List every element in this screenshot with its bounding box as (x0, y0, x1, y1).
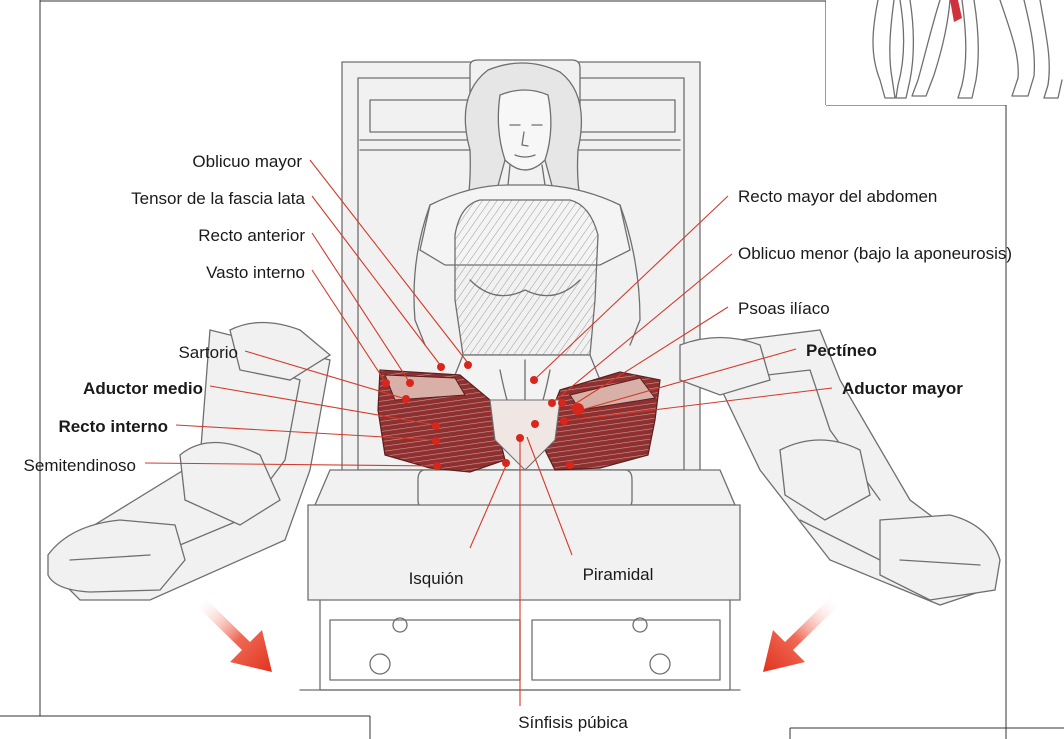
label-oblicuo-menor: Oblicuo menor (bajo la aponeurosis) (738, 244, 1012, 263)
marker-semitendinoso (433, 462, 441, 470)
marker-aductor-mayor (560, 417, 568, 425)
marker-piramidal (531, 420, 539, 428)
marker-oblicuo-menor (548, 399, 556, 407)
label-vasto-interno: Vasto interno (206, 263, 305, 282)
label-semitendinoso: Semitendinoso (24, 456, 136, 475)
arrow-down-left-icon (197, 598, 272, 672)
label-recto-mayor-abdomen: Recto mayor del abdomen (738, 187, 937, 206)
label-recto-interno: Recto interno (58, 417, 168, 436)
inset-figures-image (826, 0, 1064, 105)
marker-aductor-medio (432, 422, 440, 430)
label-sartorio: Sartorio (178, 343, 238, 362)
label-piramidal: Piramidal (583, 565, 654, 584)
label-recto-anterior: Recto anterior (198, 226, 305, 245)
marker-sartorio (402, 395, 410, 403)
marker-vasto-interno (382, 379, 390, 387)
label-psoas-iliaco: Psoas ilíaco (738, 299, 830, 318)
marker-pectineo (572, 403, 584, 415)
label-tensor-fascia-lata: Tensor de la fascia lata (131, 189, 305, 208)
marker-recto-interno (432, 437, 440, 445)
marker-tensor-fascia-lata (437, 363, 445, 371)
marker-psoas (558, 399, 566, 407)
marker-oblicuo-mayor (464, 361, 472, 369)
label-pectineo: Pectíneo (806, 341, 877, 360)
label-isquion: Isquión (409, 569, 464, 588)
marker-semitend-r (566, 461, 574, 469)
marker-isquion (502, 459, 510, 467)
arrow-down-right-icon (763, 598, 838, 672)
label-aductor-mayor: Aductor mayor (842, 379, 963, 398)
label-aductor-medio: Aductor medio (83, 379, 203, 398)
marker-recto-mayor (530, 376, 538, 384)
label-oblicuo-mayor: Oblicuo mayor (192, 152, 302, 171)
marker-recto-anterior (406, 379, 414, 387)
marker-sinfisis (516, 434, 524, 442)
label-sinfisis-pubica: Sínfisis púbica (518, 713, 628, 732)
